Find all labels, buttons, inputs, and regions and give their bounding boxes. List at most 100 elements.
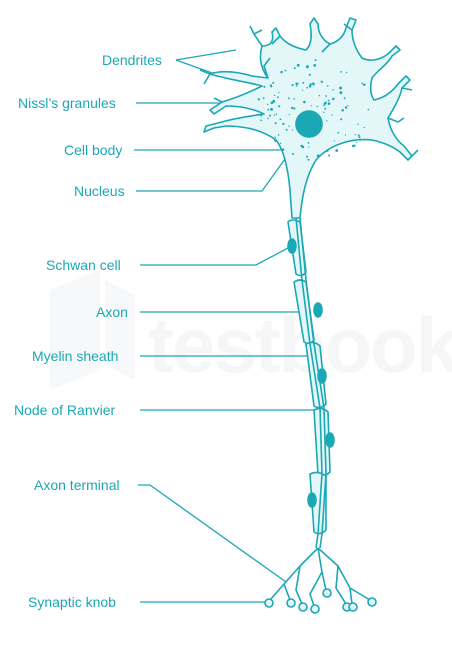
nissl-granule (257, 98, 260, 101)
nissl-granule (260, 114, 263, 117)
nissl-granule (295, 82, 298, 86)
nissl-granule (274, 139, 277, 143)
leader-axon-terminal (138, 484, 287, 583)
nissl-granule (270, 85, 273, 88)
nissl-granule (363, 83, 366, 87)
nissl-granule (341, 108, 344, 112)
nissl-granule (279, 118, 282, 121)
watermark-logo-icon (50, 270, 135, 390)
nissl-granule (316, 105, 318, 108)
nissl-granule (277, 134, 280, 136)
axon-terminal-branches (269, 547, 371, 607)
nissl-granule (300, 144, 304, 148)
leader-schwann (140, 247, 289, 266)
nissl-granule (343, 97, 346, 100)
nissl-granule (307, 158, 310, 161)
nissl-granule (272, 81, 275, 84)
nissl-granule (345, 71, 348, 74)
synaptic-knob-8 (367, 597, 377, 607)
nissl-granule (269, 114, 271, 117)
axon-core (295, 217, 323, 549)
nissl-granule (291, 152, 295, 156)
nissl-granule (347, 104, 349, 107)
nissl-granule (293, 67, 296, 70)
nissl-granule (296, 65, 299, 67)
nissl-granule (272, 99, 276, 103)
nissl-granule (292, 129, 294, 131)
nissl-granule (270, 101, 274, 105)
nissl-granule (337, 131, 340, 134)
nissl-granule (278, 105, 281, 108)
nissl-granule (284, 69, 287, 72)
nissl-granule (328, 154, 331, 157)
nissl-granule (363, 126, 366, 129)
nissl-granule (273, 114, 275, 116)
schwann-nucleus-4 (325, 432, 335, 448)
nissl-granule (288, 97, 290, 100)
nissl-granule (326, 149, 329, 153)
schwann-nucleus-1 (287, 238, 297, 254)
nissl-granule (316, 154, 320, 158)
nissl-granule (281, 148, 285, 151)
nissl-granule (331, 114, 333, 116)
nissl-granule (267, 103, 269, 106)
leader-nucleus (136, 137, 301, 192)
nissl-granule (278, 91, 280, 94)
nissl-granule (325, 101, 327, 103)
nissl-granule (291, 84, 294, 87)
nissl-granule (326, 120, 328, 122)
nissl-granule (256, 113, 260, 116)
synaptic-knob-4 (310, 604, 320, 614)
nissl-granule (280, 70, 283, 74)
label-dendrites: Dendrites (102, 52, 162, 68)
nissl-granule (326, 84, 329, 87)
nissl-granule (295, 84, 298, 87)
nissl-granule (274, 122, 277, 125)
nissl-granule (325, 95, 328, 97)
nissl-granule (340, 70, 343, 73)
synaptic-knob-2 (286, 598, 296, 608)
synaptic-knob-3 (298, 602, 308, 612)
nissl-granule (274, 136, 277, 138)
axon-core-2 (299, 217, 327, 549)
nissl-granule (302, 81, 305, 84)
nissl-granule (311, 82, 315, 85)
nissl-granule (354, 133, 356, 136)
nissl-granule (267, 108, 270, 111)
nissl-granule (273, 94, 276, 97)
nissl-granule (308, 146, 310, 148)
synaptic-knob-5 (322, 588, 332, 598)
nissl-granule (308, 84, 312, 88)
nissl-granule (306, 155, 309, 158)
nissl-granule (332, 97, 335, 101)
nissl-granule (306, 86, 309, 89)
nissl-granule (282, 122, 285, 126)
nissl-granule (308, 73, 311, 76)
label-schwann: Schwan cell (46, 257, 121, 273)
nissl-granule (305, 65, 309, 69)
nissl-granule (323, 104, 325, 107)
label-synaptic-knob: Synaptic knob (28, 594, 116, 610)
nissl-granule (279, 142, 282, 145)
synaptic-knob-1 (264, 598, 274, 608)
nissl-granule (358, 136, 361, 139)
schwann-nucleus-3 (317, 368, 327, 384)
nissl-granule (293, 98, 295, 100)
nissl-granule (351, 144, 355, 148)
nissl-granules-dots (256, 59, 370, 161)
nissl-granule (339, 91, 343, 95)
synaptic-knob-7 (348, 602, 358, 612)
label-nucleus: Nucleus (74, 183, 125, 199)
nissl-granule (323, 111, 325, 114)
nissl-granule (293, 107, 296, 110)
nissl-granule (335, 149, 339, 152)
nissl-granule (357, 123, 359, 125)
nissl-granule (327, 99, 330, 102)
nissl-granule (262, 97, 265, 100)
label-node-of-ranvier: Node of Ranvier (14, 402, 116, 418)
nissl-granule (291, 106, 294, 110)
nissl-granule (309, 83, 312, 86)
nissl-granule (270, 107, 273, 111)
nissl-granule (263, 85, 266, 88)
nissl-granule (288, 113, 290, 116)
